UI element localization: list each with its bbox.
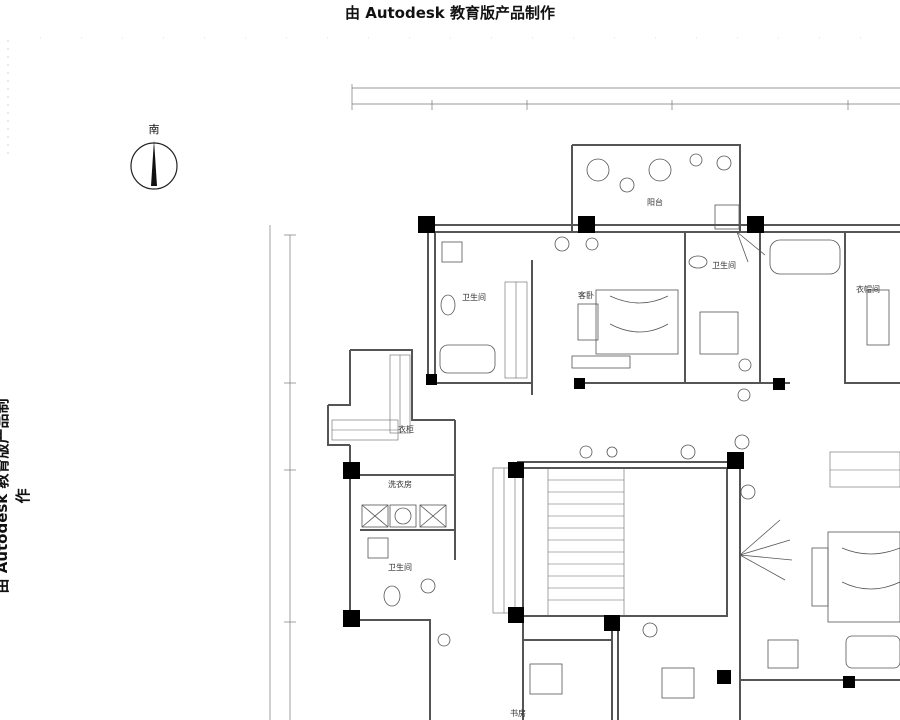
room-laundry: 洗衣房: [388, 479, 412, 489]
room-labels: 阳台 卫生间 客卧 卫生间 衣帽间 衣柜 洗衣房 卫生间 书房: [388, 197, 880, 718]
room-balcony: 阳台: [647, 197, 663, 207]
room-bathroom-center: 卫生间: [712, 260, 736, 270]
compass: 南: [130, 123, 178, 190]
top-dimensions: [351, 84, 900, 110]
room-study: 书房: [510, 708, 526, 718]
room-guest-bedroom: 客卧: [578, 290, 594, 300]
room-cloakroom: 衣帽间: [856, 284, 880, 294]
pillars: [343, 216, 855, 688]
plants: [420, 153, 756, 647]
left-dimensions: [269, 225, 296, 720]
wardrobe-hangers: [331, 281, 900, 488]
room-bathroom-lower: 卫生间: [388, 562, 412, 572]
staircase: [492, 467, 625, 616]
watermark-top: 由 Autodesk 教育版产品制作: [344, 4, 556, 22]
compass-label: 南: [149, 123, 160, 136]
room-bathroom-left: 卫生间: [462, 292, 486, 302]
room-closet: 衣柜: [398, 424, 414, 434]
walls: [327, 144, 900, 720]
furniture: [361, 158, 900, 699]
